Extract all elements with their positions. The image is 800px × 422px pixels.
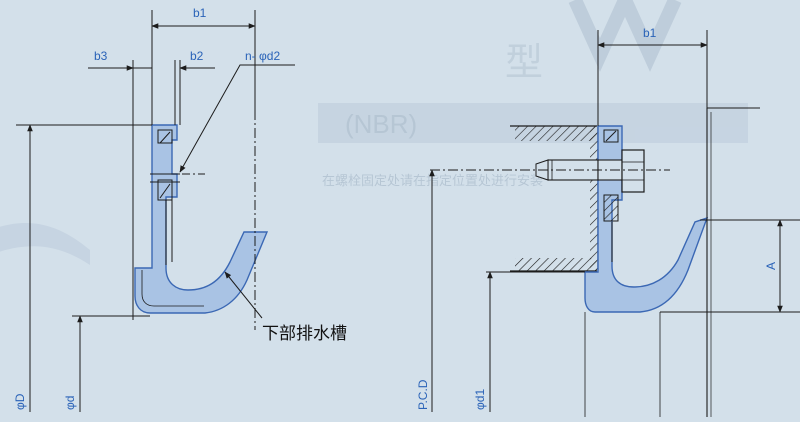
bolt-shank [547,159,599,181]
left-d-label: φd [63,396,77,410]
right-bolt-hole-top [603,129,619,143]
background-print: 型 (NBR) 在螺栓固定处请在指定位置处进行安装 [0,0,748,265]
right-housing-top [515,126,597,141]
background-caption: 在螺栓固定处请在指定位置处进行安装 [322,173,543,188]
background-letter-w [568,0,682,72]
left-groove-leader [224,271,263,319]
right-housing-bottom [515,258,597,271]
left-D-label: φD [13,393,27,410]
left-b3-label: b3 [94,49,108,63]
bolt-head [621,149,645,193]
right-pcd-label: P.C.D [416,379,430,410]
left-bolt-hole-bottom [157,179,173,201]
right-A-label: A [764,262,778,270]
left-hole-label: n- φd2 [245,49,280,63]
left-lip-contour [141,270,204,307]
left-b2-label: b2 [190,49,204,63]
right-hatch-line [605,130,617,142]
right-housing-face [590,126,598,271]
right-seal-profile [584,125,709,313]
background-shape [0,223,90,265]
left-seal-profile [134,124,269,314]
right-view: b1 A P.C.D φd1 [416,26,800,417]
left-hatch-line [159,183,171,199]
left-hole-leader [179,64,295,173]
right-d1-label: φd1 [473,389,487,410]
background-material-text: (NBR) [345,109,417,139]
left-b1-label: b1 [193,6,207,20]
background-type-char: 型 [505,42,543,84]
right-bolt-hole-bottom [603,194,619,222]
left-bolt-hole-top [157,129,173,144]
drainage-groove-note: 下部排水槽 [262,324,347,344]
left-hatch-line [159,131,171,144]
right-b1-label: b1 [643,26,657,40]
left-view: b1 b3 b2 n- φd2 φD φd 下部排水槽 [13,6,347,412]
